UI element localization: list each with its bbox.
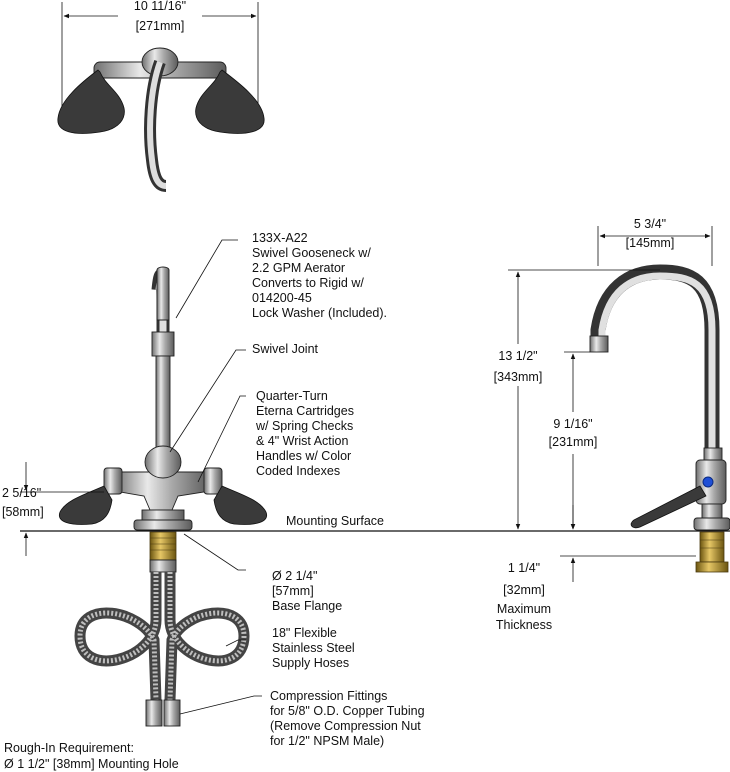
spout-height-metric: [231mm] xyxy=(549,435,598,449)
callout-line: Converts to Rigid w/ xyxy=(252,276,364,290)
top-width-imperial: 10 11/16" xyxy=(134,0,186,13)
callout-line: for 1/2" NPSM Male) xyxy=(270,734,384,748)
callout-gooseneck: 133X-A22 Swivel Gooseneck w/ 2.2 GPM Aer… xyxy=(252,231,387,320)
overall-height-metric: [343mm] xyxy=(494,370,543,384)
callout-line: & 4" Wrist Action xyxy=(256,434,348,448)
aerator-joint xyxy=(151,331,175,357)
callout-line: Coded Indexes xyxy=(256,464,340,478)
callout-line: Handles w/ Color xyxy=(256,449,351,463)
fitting-right xyxy=(163,699,181,727)
top-view: 10 11/16" [271mm] xyxy=(57,0,265,192)
color-index-icon xyxy=(702,476,714,488)
top-handle-right xyxy=(195,69,265,134)
callout-line: Base Flange xyxy=(272,599,342,613)
front-view xyxy=(58,266,268,727)
spout-height-imperial: 9 1/16" xyxy=(553,417,592,431)
side-aerator xyxy=(589,335,609,353)
reach-metric: [145mm] xyxy=(626,236,675,250)
front-riser xyxy=(155,355,171,457)
callout-hoses: 18" Flexible Stainless Steel Supply Hose… xyxy=(272,626,355,670)
side-flange xyxy=(693,517,730,531)
fitting-left xyxy=(145,699,163,727)
callout-cartridges: Quarter-Turn Eterna Cartridges w/ Spring… xyxy=(255,389,354,478)
callout-line: Lock Washer (Included). xyxy=(252,306,387,320)
top-handle-left xyxy=(57,69,125,134)
callout-line: for 5/8" O.D. Copper Tubing xyxy=(270,704,425,718)
side-shank xyxy=(699,531,725,563)
callout-line: Supply Hoses xyxy=(272,656,349,670)
callout-line: Compression Fittings xyxy=(270,689,387,703)
callout-line: 014200-45 xyxy=(252,291,312,305)
side-handle xyxy=(630,485,707,529)
callout-line: Eterna Cartridges xyxy=(256,404,354,418)
callout-line: Quarter-Turn xyxy=(256,389,328,403)
callout-fittings: Compression Fittings for 5/8" O.D. Coppe… xyxy=(270,689,425,748)
overall-height-imperial: 13 1/2" xyxy=(498,349,537,363)
handle-height-imperial: 2 5/16" xyxy=(2,486,41,500)
top-width-metric: [271mm] xyxy=(136,19,185,33)
callout-line: 2.2 GPM Aerator xyxy=(252,261,345,275)
brass-shank xyxy=(149,531,177,561)
callout-line: (Remove Compression Nut xyxy=(270,719,421,733)
callout-swivel-joint: Swivel Joint xyxy=(252,342,319,356)
supply-hoses xyxy=(74,572,250,701)
callout-line: [57mm] xyxy=(272,584,314,598)
max-thickness-label: Maximum xyxy=(497,602,551,616)
callout-base-flange: Ø 2 1/4" [57mm] Base Flange xyxy=(272,569,342,613)
max-thickness-label: Thickness xyxy=(496,618,552,632)
callout-line: w/ Spring Checks xyxy=(255,419,353,433)
rough-in-text: Ø 1 1/2" [38mm] Mounting Hole xyxy=(4,757,179,771)
side-view xyxy=(589,264,730,573)
front-handle-right xyxy=(213,485,268,525)
rough-in-title: Rough-In Requirement: xyxy=(4,741,134,755)
callout-line: Stainless Steel xyxy=(272,641,355,655)
callout-line: 133X-A22 xyxy=(252,231,308,245)
callout-line: Ø 2 1/4" xyxy=(272,569,317,583)
callout-line: Swivel Gooseneck w/ xyxy=(252,246,371,260)
handle-height-metric: [58mm] xyxy=(2,505,44,519)
mounting-surface-label: Mounting Surface xyxy=(286,514,384,528)
base-flange xyxy=(133,519,193,531)
callout-line: 18" Flexible xyxy=(272,626,337,640)
reach-imperial: 5 3/4" xyxy=(634,217,666,231)
max-thickness-metric: [32mm] xyxy=(503,583,545,597)
front-handle-left xyxy=(58,485,113,525)
max-thickness-imperial: 1 1/4" xyxy=(508,561,540,575)
